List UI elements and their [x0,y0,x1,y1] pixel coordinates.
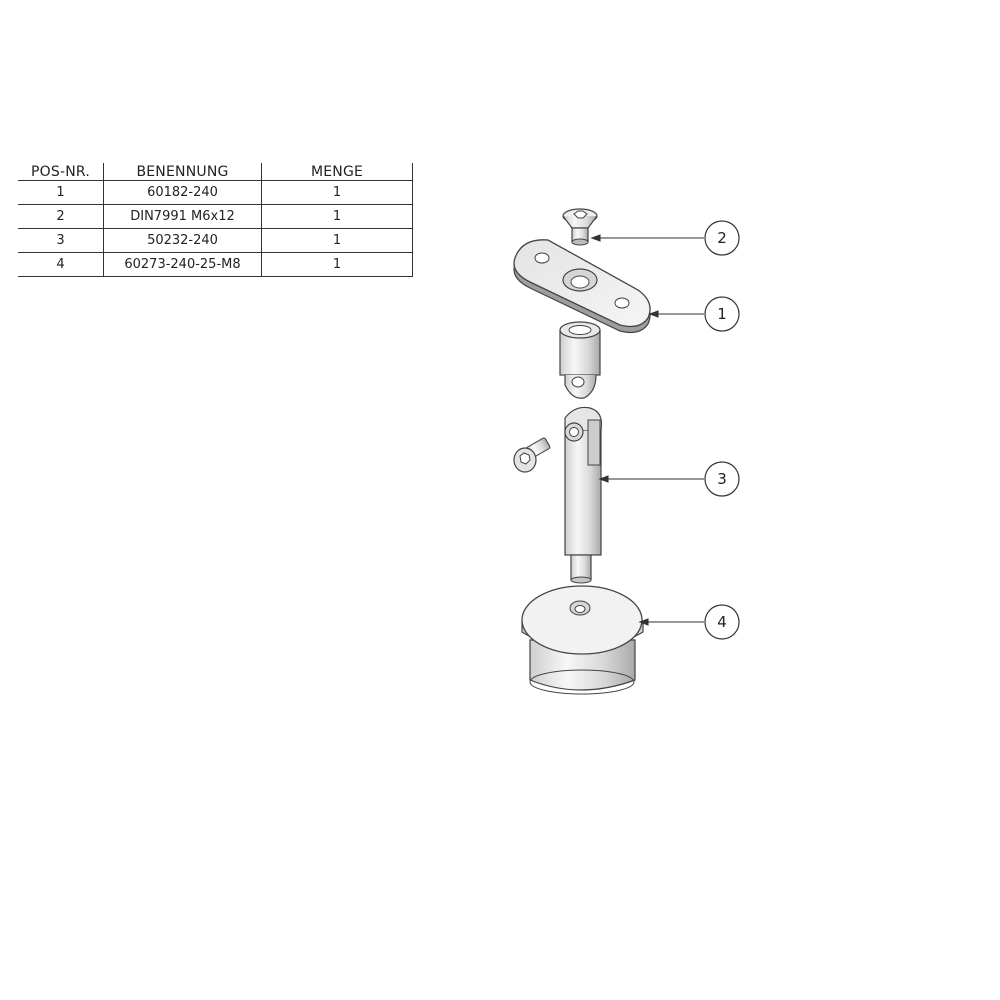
button-head-screw-part [513,437,551,473]
table-row: 3 50232-240 1 [18,228,413,253]
cell-pos: 2 [18,204,104,229]
callout-balloon: 1 [704,296,740,332]
cell-qty: 1 [261,228,413,253]
bill-of-materials-table: POS-NR. BENENNUNG MENGE 1 60182-240 1 2 … [18,163,413,277]
cell-qty: 1 [261,204,413,229]
callout-number: 4 [717,613,727,631]
callout-number: 3 [717,470,727,488]
clevis-post-part [564,406,603,584]
countersunk-screw-part [562,208,598,246]
saddle-plate-part [513,239,651,334]
cell-name: 50232-240 [103,228,262,253]
cell-pos: 1 [18,180,104,205]
table-row: 1 60182-240 1 [18,180,413,205]
cell-qty: 1 [261,252,413,277]
cell-name: DIN7991 M6x12 [103,204,262,229]
cell-name: 60182-240 [103,180,262,205]
callout-number: 2 [717,229,727,247]
header-benennung: BENENNUNG [103,163,262,181]
cell-qty: 1 [261,180,413,205]
callout-balloon: 4 [704,604,740,640]
cell-pos: 3 [18,228,104,253]
cell-pos: 4 [18,252,104,277]
header-menge: MENGE [261,163,413,181]
callout-leaders [590,234,704,626]
table-row: 4 60273-240-25-M8 1 [18,252,413,277]
header-pos-nr: POS-NR. [18,163,104,181]
end-cap-part [521,585,644,695]
table-row: 2 DIN7991 M6x12 1 [18,204,413,229]
callout-number: 1 [717,305,727,323]
joint-socket-part [559,321,601,399]
callout-balloon: 3 [704,461,740,497]
callout-balloon: 2 [704,220,740,256]
table-header-row: POS-NR. BENENNUNG MENGE [18,163,413,181]
cell-name: 60273-240-25-M8 [103,252,262,277]
